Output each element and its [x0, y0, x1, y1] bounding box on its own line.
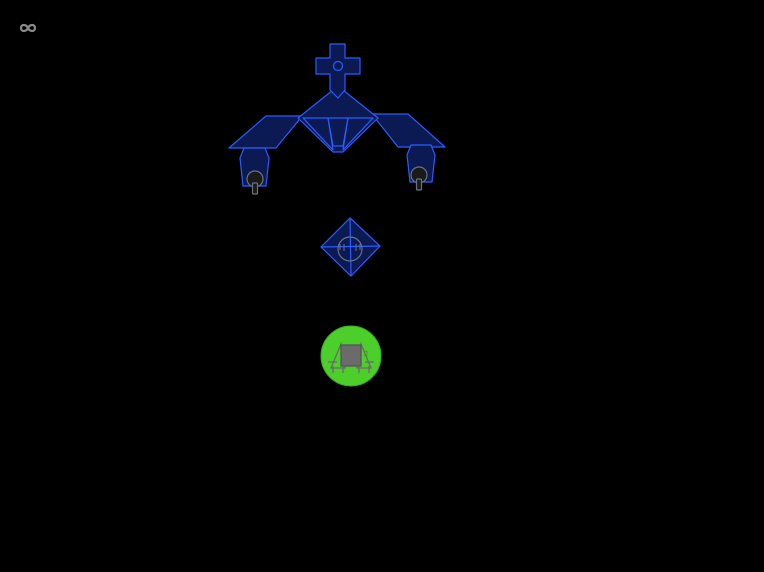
drone-teeth [339, 244, 361, 251]
player-ship-icon: 2 [328, 341, 374, 373]
boss-ship[interactable] [228, 43, 446, 187]
diamond-drone[interactable] [320, 217, 381, 277]
infinity-icon [19, 23, 37, 33]
boss-left-wing [228, 115, 309, 149]
left-turret-barrel [251, 182, 259, 195]
player-ship[interactable]: 2 [320, 325, 382, 387]
right-turret-barrel [415, 178, 423, 191]
svg-text:2: 2 [364, 350, 368, 358]
boss-hull-panel-center [327, 117, 349, 147]
drone-cross-v [349, 217, 352, 277]
drone-core-icon [337, 236, 363, 262]
boss-tower-core [332, 60, 344, 72]
boss-turrets [246, 166, 428, 195]
